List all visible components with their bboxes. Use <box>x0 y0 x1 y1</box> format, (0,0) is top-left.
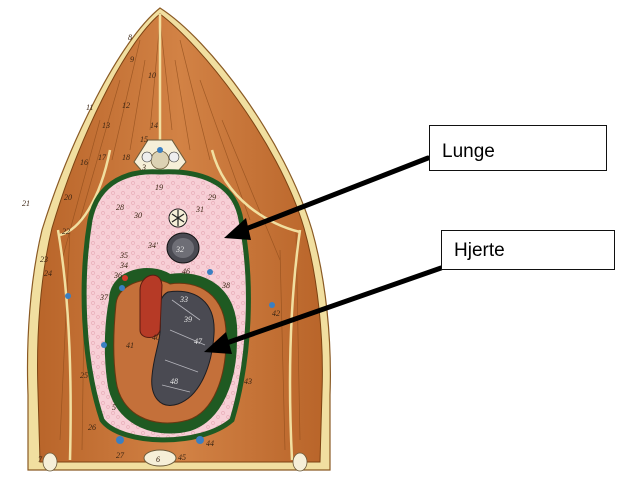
svg-text:24: 24 <box>44 269 52 278</box>
svg-text:20: 20 <box>64 193 72 202</box>
svg-text:6: 6 <box>156 455 160 464</box>
svg-text:9: 9 <box>130 55 134 64</box>
svg-text:47: 47 <box>194 337 203 346</box>
svg-text:21: 21 <box>22 199 30 208</box>
svg-text:45: 45 <box>178 453 186 462</box>
svg-text:13: 13 <box>102 121 110 130</box>
svg-text:16: 16 <box>80 158 88 167</box>
svg-text:41: 41 <box>126 341 134 350</box>
svg-text:12: 12 <box>122 101 130 110</box>
svg-text:29: 29 <box>208 193 216 202</box>
svg-text:23: 23 <box>40 255 48 264</box>
label-lunge: Lunge <box>429 125 607 171</box>
svg-text:15: 15 <box>140 135 148 144</box>
svg-text:44: 44 <box>206 439 214 448</box>
svg-text:30: 30 <box>133 211 142 220</box>
vena-cava <box>140 275 162 337</box>
svg-text:22: 22 <box>62 227 70 236</box>
svg-text:33: 33 <box>179 295 188 304</box>
svg-text:35: 35 <box>119 251 128 260</box>
svg-text:36: 36 <box>113 271 122 280</box>
svg-text:43: 43 <box>244 377 252 386</box>
svg-text:8: 8 <box>128 33 132 42</box>
svg-text:25: 25 <box>80 371 88 380</box>
svg-text:11: 11 <box>86 103 93 112</box>
svg-text:34': 34' <box>147 241 158 250</box>
svg-text:10: 10 <box>148 71 156 80</box>
svg-text:17: 17 <box>98 153 107 162</box>
svg-text:19: 19 <box>155 183 163 192</box>
svg-text:40: 40 <box>152 333 160 342</box>
svg-text:48: 48 <box>170 377 178 386</box>
svg-text:31: 31 <box>195 205 204 214</box>
svg-text:32: 32 <box>175 245 184 254</box>
svg-text:38: 38 <box>221 281 230 290</box>
svg-text:34: 34 <box>119 261 128 270</box>
label-hjerte: Hjerte <box>441 230 615 270</box>
svg-text:26: 26 <box>88 423 96 432</box>
svg-text:3: 3 <box>141 163 146 172</box>
svg-text:37: 37 <box>99 293 109 302</box>
svg-text:27: 27 <box>116 451 125 460</box>
svg-text:42: 42 <box>272 309 280 318</box>
svg-text:14: 14 <box>150 121 158 130</box>
svg-text:46: 46 <box>182 267 190 276</box>
sternum <box>144 450 176 466</box>
svg-text:18: 18 <box>122 153 130 162</box>
svg-text:39: 39 <box>183 315 192 324</box>
svg-text:28: 28 <box>116 203 124 212</box>
svg-text:5: 5 <box>112 403 116 412</box>
